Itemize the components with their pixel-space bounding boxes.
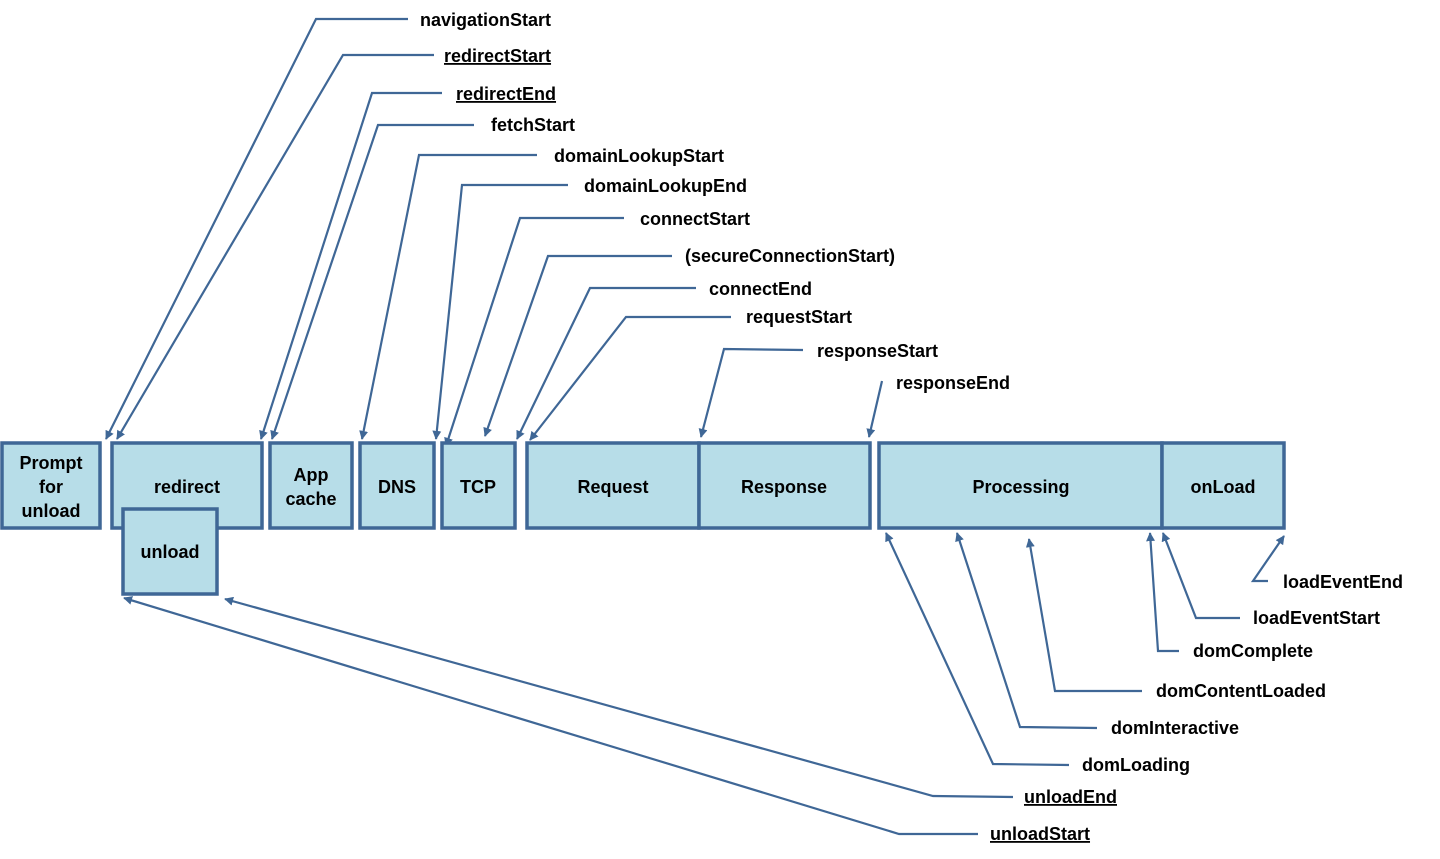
phase-app-cache-line-1: App — [294, 465, 329, 485]
phase-unload: unload — [121, 507, 219, 596]
label-domLoading: domLoading — [1082, 755, 1190, 775]
label-domainLookupEnd: domainLookupEnd — [584, 176, 747, 196]
leader-domLoading — [885, 532, 1070, 767]
label-redirectStart: redirectStart — [444, 46, 551, 66]
leader-unloadEnd — [224, 596, 1014, 799]
label-domainLookupStart: domainLookupStart — [554, 146, 724, 166]
phase-processing-label: Processing — [972, 477, 1069, 497]
phase-tcp: TCP — [440, 441, 517, 530]
phase-tcp-label: TCP — [460, 477, 496, 497]
leader-responseStart — [698, 347, 804, 438]
leader-unloadStart — [123, 596, 978, 836]
label-requestStart: requestStart — [746, 307, 852, 327]
label-domComplete: domComplete — [1193, 641, 1313, 661]
phase-dns-label: DNS — [378, 477, 416, 497]
leader-domContentLoaded — [1025, 538, 1142, 693]
phase-response-label: Response — [741, 477, 827, 497]
label-fetchStart: fetchStart — [491, 115, 575, 135]
phase-app-cache: App cache — [268, 441, 354, 530]
label-connectStart: connectStart — [640, 209, 750, 229]
label-redirectEnd: redirectEnd — [456, 84, 556, 104]
phase-prompt-line-2: for — [39, 477, 63, 497]
leader-domComplete — [1146, 532, 1179, 653]
phase-redirect-label: redirect — [154, 477, 220, 497]
label-loadEventStart: loadEventStart — [1253, 608, 1380, 628]
leader-loadEventStart — [1161, 532, 1240, 620]
phase-onload: onLoad — [1160, 441, 1286, 530]
phase-boxes: Prompt for unload redirect unload App ca… — [0, 441, 1286, 596]
phase-unload-label: unload — [141, 542, 200, 562]
label-navigationStart: navigationStart — [420, 10, 551, 30]
phase-request: Request — [525, 441, 701, 530]
leader-domainLookupStart — [359, 153, 537, 440]
label-secureConnectionStart: (secureConnectionStart) — [685, 246, 895, 266]
phase-app-cache-line-2: cache — [285, 489, 336, 509]
leader-domainLookupEnd — [432, 183, 568, 440]
label-loadEventEnd: loadEventEnd — [1283, 572, 1403, 592]
label-unloadEnd: unloadEnd — [1024, 787, 1117, 807]
leader-connectStart — [444, 216, 624, 447]
label-domInteractive: domInteractive — [1111, 718, 1239, 738]
leader-secureConnectionStart — [483, 254, 672, 437]
label-responseStart: responseStart — [817, 341, 938, 361]
leader-responseEnd — [866, 380, 884, 438]
label-domContentLoaded: domContentLoaded — [1156, 681, 1326, 701]
phase-response: Response — [697, 441, 872, 530]
leader-fetchStart — [270, 123, 474, 440]
label-responseEnd: responseEnd — [896, 373, 1010, 393]
leader-lines — [105, 17, 1285, 836]
event-labels: navigationStart redirectStart redirectEn… — [420, 10, 1403, 844]
phase-prompt-line-1: Prompt — [20, 453, 83, 473]
leader-redirectEnd — [259, 91, 442, 440]
label-connectEnd: connectEnd — [709, 279, 812, 299]
phase-processing: Processing — [877, 441, 1164, 530]
phase-prompt-line-3: unload — [22, 501, 81, 521]
phase-onload-label: onLoad — [1191, 477, 1256, 497]
label-unloadStart: unloadStart — [990, 824, 1090, 844]
phase-prompt-for-unload: Prompt for unload — [0, 441, 102, 530]
leader-domInteractive — [955, 532, 1098, 730]
leader-navigationStart — [105, 17, 408, 440]
leader-loadEventEnd — [1250, 535, 1285, 583]
leader-redirectStart — [116, 53, 434, 440]
leader-requestStart — [529, 315, 731, 441]
phase-request-label: Request — [577, 477, 648, 497]
phase-dns: DNS — [358, 441, 436, 530]
leader-connectEnd — [516, 286, 696, 440]
